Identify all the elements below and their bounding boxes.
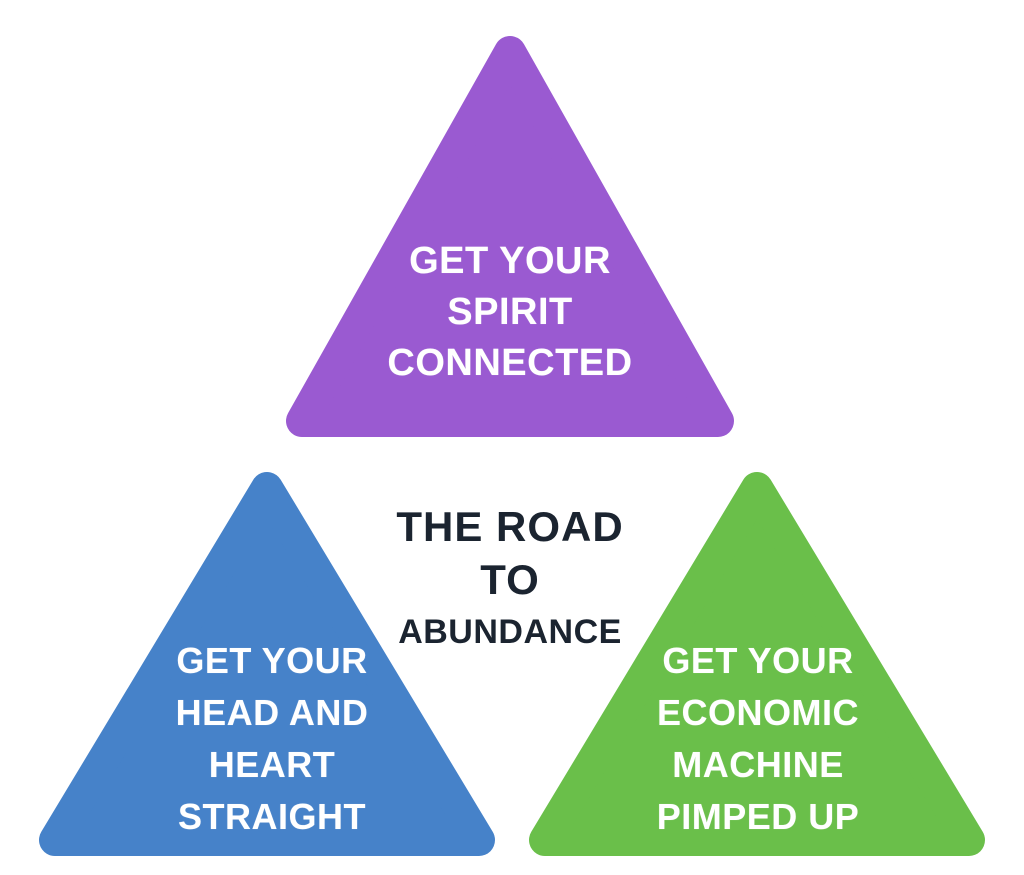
economic-triangle-shape [529,472,985,856]
triangle-label-economic: GET YOUR ECONOMIC MACHINE PIMPED UP [656,640,860,837]
triangle-label-head-heart: GET YOUR HEAD AND HEART STRAIGHT [175,640,369,837]
diagram-title: THE ROAD TO ABUNDANCE [360,500,660,659]
economic-triangle-group [529,472,985,856]
diagram-title-line-1: THE ROAD [396,503,624,550]
triangle-label-spirit: GET YOUR SPIRIT CONNECTED [387,240,633,384]
diagram-title-line-2: TO [480,556,540,603]
diagram-title-line-3: ABUNDANCE [398,613,622,651]
head-heart-triangle-shape [39,472,495,856]
spirit-triangle-group [286,36,734,437]
head-heart-triangle-group [39,472,495,856]
spirit-triangle-shape [286,36,734,437]
